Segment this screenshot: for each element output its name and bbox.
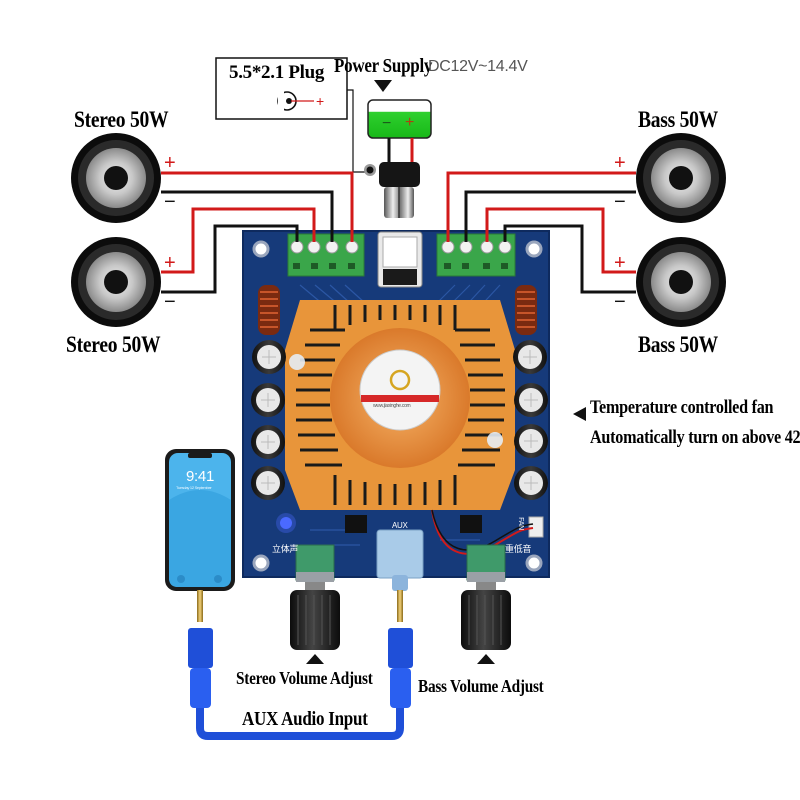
fan-url: www.jiaxinghe.com <box>373 403 411 409</box>
battery-icon <box>367 99 432 162</box>
silk-stereo: 立体声 <box>272 544 299 554</box>
stereo-potentiometer[interactable] <box>290 544 340 650</box>
stereo-volume-label: Stereo Volume Adjust <box>236 668 373 688</box>
ic-chip <box>345 515 367 533</box>
heatsink <box>285 300 515 510</box>
fan-connector <box>528 516 544 538</box>
plus-sign: + <box>614 152 626 174</box>
capacitors-right <box>513 340 548 500</box>
bass-potentiometer[interactable] <box>461 544 511 650</box>
speaker-label-top-left: Stereo 50W <box>74 107 169 132</box>
phone-date: Tuesday 12 September <box>176 485 212 490</box>
aux-input-label: AUX Audio Input <box>242 708 368 730</box>
flashlight-icon <box>177 575 185 583</box>
smartphone <box>165 449 235 591</box>
dc-socket <box>377 231 423 288</box>
capacitors-left <box>251 340 286 500</box>
plug-plus-sign: + <box>316 93 325 109</box>
speaker-bottom-left <box>71 237 161 327</box>
plus-sign: + <box>164 252 176 274</box>
bass-volume-label: Bass Volume Adjust <box>418 676 544 696</box>
silk-fan: FAN <box>516 517 524 530</box>
silk-bass: 重低音 <box>505 544 532 554</box>
plug-label: 5.5*2.1 Plug <box>229 62 325 83</box>
phone-time: 9:41 <box>186 468 214 485</box>
plus-sign: + <box>164 152 176 174</box>
inductor-right <box>515 285 537 335</box>
minus-sign: − <box>164 191 176 213</box>
minus-sign: − <box>614 291 626 313</box>
minus-sign: − <box>164 291 176 313</box>
power-led <box>280 517 292 529</box>
right-terminal-block <box>436 233 516 277</box>
minus-sign: − <box>614 191 626 213</box>
fan-note-line2: Automatically turn on above 42 ℃ <box>590 427 800 448</box>
speaker-label-top-right: Bass 50W <box>638 107 718 132</box>
aux-jack <box>376 529 424 591</box>
speaker-bottom-right <box>636 237 726 327</box>
power-voltage-label: DC12V~14.4V <box>428 58 528 75</box>
plus-sign: + <box>614 252 626 274</box>
arrow-down-icon <box>374 80 392 92</box>
silk-aux: AUX <box>392 521 408 530</box>
speaker-label-bottom-left: Stereo 50W <box>66 332 161 357</box>
battery-minus-sign: − <box>382 115 392 132</box>
speaker-wires <box>161 171 636 294</box>
aux-cable <box>188 590 413 740</box>
fan-note-line1: Temperature controlled fan <box>590 397 774 418</box>
arrow-left-icon <box>573 407 586 421</box>
power-supply-label: Power Supply <box>334 55 433 77</box>
arrow-up-icon <box>477 654 495 664</box>
battery-plus-sign: + <box>405 114 415 131</box>
ic-chip <box>460 515 482 533</box>
dc-jack-connector <box>364 162 420 218</box>
speaker-top-left <box>71 133 161 223</box>
speaker-label-bottom-right: Bass 50W <box>638 332 718 357</box>
arrow-up-icon <box>306 654 324 664</box>
inductor-left <box>258 285 280 335</box>
camera-icon <box>214 575 222 583</box>
plug-box <box>215 57 368 173</box>
speaker-top-right <box>636 133 726 223</box>
